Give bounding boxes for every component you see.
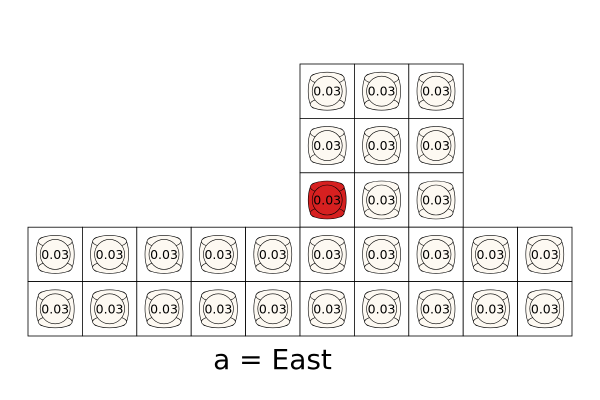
grid-cell: 0.03	[190, 226, 246, 282]
cell-value: 0.03	[313, 84, 341, 99]
grid-cell: 0.03	[462, 281, 519, 337]
grid-cell: 0.03	[136, 281, 192, 337]
grid-cell: 0.03	[82, 281, 138, 337]
value-circle	[203, 239, 234, 270]
grid-cell: 0.03	[299, 226, 355, 282]
value-circle	[366, 239, 397, 270]
grid-cell: 0.03	[462, 226, 519, 282]
cell-value: 0.03	[422, 247, 450, 262]
grid-cell: 0.03	[408, 226, 464, 282]
grid-cell: 0.03	[27, 281, 83, 337]
grid-cell: 0.03	[517, 281, 573, 337]
value-circle	[420, 184, 452, 216]
cell-value: 0.03	[368, 84, 396, 99]
cell-value: 0.03	[476, 301, 504, 316]
value-circle	[148, 239, 180, 270]
value-circle	[475, 239, 506, 270]
value-circle	[311, 75, 343, 107]
grid-cell: 0.03	[353, 63, 410, 119]
value-circle	[366, 130, 397, 161]
cell-value: 0.03	[259, 301, 287, 316]
grid-cell: 0.03	[353, 172, 410, 228]
cell-value: 0.03	[150, 301, 178, 316]
value-circle	[366, 75, 397, 107]
value-circle	[257, 239, 289, 270]
value-circle	[529, 293, 561, 325]
grid-cell: 0.03	[299, 63, 355, 119]
cell-value: 0.03	[41, 301, 69, 316]
cell-value: 0.03	[313, 138, 341, 153]
grid-cell: 0.03	[27, 226, 83, 282]
grid-cell: 0.03	[353, 281, 410, 337]
value-circle	[94, 239, 125, 270]
cell-value: 0.03	[204, 301, 232, 316]
cell-value: 0.03	[368, 247, 396, 262]
cell-value: 0.03	[422, 84, 450, 99]
action-caption: a = East	[213, 343, 332, 376]
value-circle	[529, 239, 561, 270]
grid-cell: 0.03	[408, 63, 464, 119]
grid-cell: 0.03	[408, 118, 464, 174]
cell-value: 0.03	[313, 193, 341, 208]
cell-value: 0.03	[96, 301, 124, 316]
value-circle	[94, 293, 125, 325]
value-circle	[366, 293, 397, 325]
value-circle	[148, 293, 180, 325]
grid-cell: 0.03	[245, 226, 301, 282]
value-circle	[311, 239, 343, 270]
cell-value: 0.03	[259, 247, 287, 262]
cell-value: 0.03	[422, 193, 450, 208]
value-circle	[420, 293, 452, 325]
grid-cell: 0.03	[245, 281, 301, 337]
grid-cell: 0.03	[517, 226, 573, 282]
value-circle	[39, 293, 71, 325]
cell-value: 0.03	[204, 247, 232, 262]
grid-cell: 0.03	[353, 118, 410, 174]
cell-value: 0.03	[422, 301, 450, 316]
value-circle	[311, 184, 343, 216]
value-circle	[39, 239, 71, 270]
grid-cell: 0.03	[82, 226, 138, 282]
value-circle	[311, 293, 343, 325]
cell-value: 0.03	[96, 247, 124, 262]
cell-value: 0.03	[368, 138, 396, 153]
grid-cell: 0.03	[408, 172, 464, 228]
cell-value: 0.03	[476, 247, 504, 262]
cell-value: 0.03	[150, 247, 178, 262]
value-circle	[420, 75, 452, 107]
cell-value: 0.03	[313, 247, 341, 262]
value-circle	[420, 130, 452, 161]
value-circle	[257, 293, 289, 325]
cell-value: 0.03	[531, 247, 559, 262]
value-circle	[203, 293, 234, 325]
grid-cell: 0.03	[408, 281, 464, 337]
grid-cell: 0.03	[136, 226, 192, 282]
cell-value: 0.03	[313, 301, 341, 316]
cell-value: 0.03	[422, 138, 450, 153]
cell-value: 0.03	[41, 247, 69, 262]
cell-value: 0.03	[368, 193, 396, 208]
grid-cell: 0.03	[299, 172, 355, 228]
grid-cell: 0.03	[299, 118, 355, 174]
value-circle	[475, 293, 506, 325]
grid-cell: 0.03	[353, 226, 410, 282]
value-circle	[366, 184, 397, 216]
value-circle	[420, 239, 452, 270]
value-circle	[311, 130, 343, 161]
grid-cell: 0.03	[299, 281, 355, 337]
cell-value: 0.03	[531, 301, 559, 316]
grid-cell: 0.03	[190, 281, 246, 337]
cell-value: 0.03	[368, 301, 396, 316]
